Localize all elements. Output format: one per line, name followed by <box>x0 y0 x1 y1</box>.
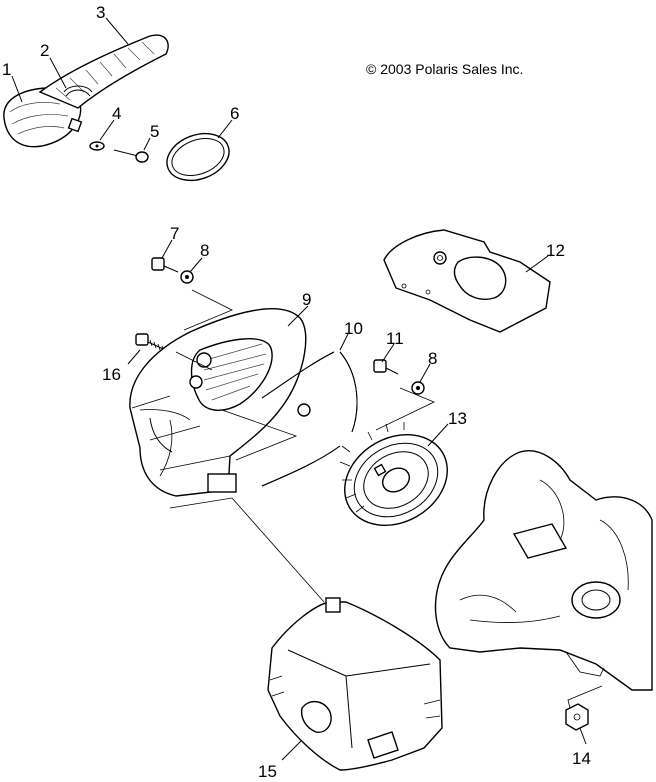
callout-9: 9 <box>302 290 311 309</box>
callout-14: 14 <box>572 749 591 768</box>
engine-block <box>434 450 653 691</box>
callout-12: 12 <box>546 241 565 260</box>
assembly-lines <box>169 289 603 709</box>
copyright-text: © 2003 Polaris Sales Inc. <box>366 61 523 77</box>
part-7-bolt <box>151 257 179 273</box>
part-14-nut <box>565 703 589 731</box>
callout-3: 3 <box>96 3 105 22</box>
part-15-shroud <box>267 597 443 771</box>
callout-13: 13 <box>448 409 467 428</box>
callout-1: 1 <box>2 60 11 79</box>
callout-8b: 8 <box>428 349 437 368</box>
part-10-tube <box>261 351 358 487</box>
part-13-flywheel <box>339 422 448 526</box>
callout-2: 2 <box>40 41 49 60</box>
callout-6: 6 <box>230 104 239 123</box>
callout-16: 16 <box>102 365 121 384</box>
part-8-washer-lower <box>411 381 425 395</box>
part-5-screw <box>113 149 149 163</box>
callout-10: 10 <box>344 319 363 338</box>
callout-5: 5 <box>150 122 159 141</box>
part-12-gasket <box>383 229 551 333</box>
part-11-bolt <box>373 359 399 375</box>
part-8-washer-upper <box>180 270 194 284</box>
callout-11: 11 <box>386 329 404 348</box>
callouts: 1 2 3 4 5 6 7 8 9 10 11 8 12 13 14 15 16 <box>2 3 591 781</box>
part-9-fan-housing <box>129 308 311 497</box>
callout-8a: 8 <box>200 241 209 260</box>
part-4-washer <box>89 141 105 151</box>
callout-4: 4 <box>112 104 121 123</box>
leader-lines <box>11 17 587 761</box>
callout-7: 7 <box>170 224 179 243</box>
callout-15: 15 <box>258 762 277 781</box>
part-3-flex-hose <box>38 34 169 109</box>
part-2-clamp <box>63 85 93 133</box>
part-6-o-ring <box>166 132 230 182</box>
